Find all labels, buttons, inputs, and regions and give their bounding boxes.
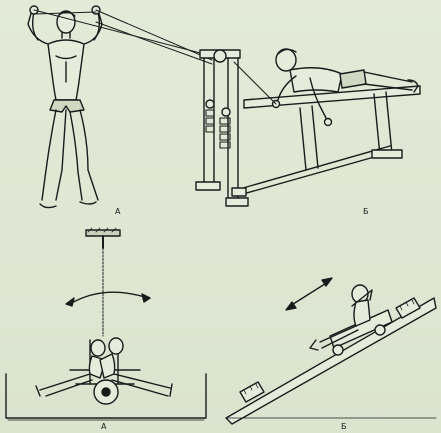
- standing-man-figure: [27, 5, 103, 209]
- label-bottom-right: Б: [341, 422, 347, 431]
- swing-seat-figures: [35, 337, 173, 405]
- label-bottom-left: А: [101, 422, 107, 431]
- label-top-left: А: [115, 207, 121, 216]
- ceiling-mount: [85, 227, 121, 337]
- prone-man-figure: [233, 48, 419, 127]
- swing-arrow: [65, 291, 151, 307]
- ramp-direction-arrow: [285, 277, 333, 311]
- room-walls: [5, 373, 207, 421]
- ramp-cart-figure: [309, 284, 393, 356]
- ramp-blocks: [239, 297, 421, 403]
- exercise-bench: [231, 85, 421, 197]
- weight-rack: [195, 49, 249, 207]
- expander-cable: [33, 9, 213, 65]
- label-top-right: Б: [363, 207, 369, 216]
